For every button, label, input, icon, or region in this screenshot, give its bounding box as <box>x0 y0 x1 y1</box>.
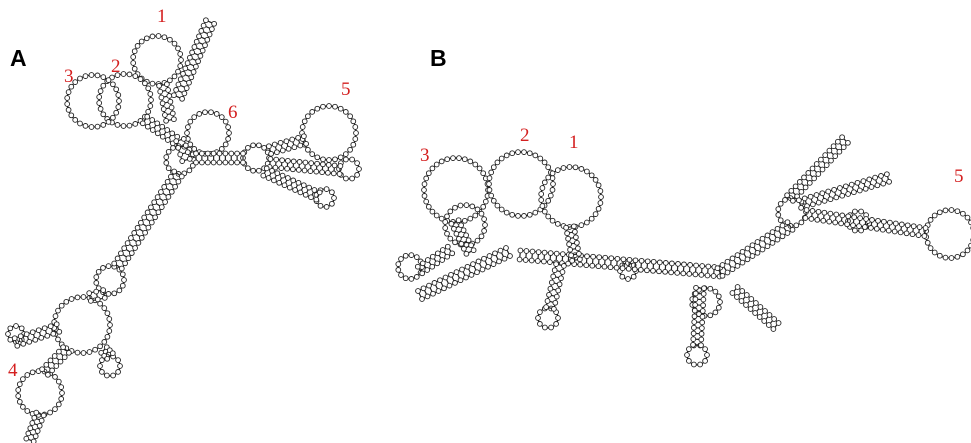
panel-b-stem-loop1 <box>564 224 583 263</box>
panel-b-stem-right-tail <box>803 208 928 239</box>
panel-a-stem-loop5 <box>267 134 309 156</box>
panel-a-loop-4 <box>16 369 65 418</box>
panel-a-stem-lower <box>87 288 107 304</box>
panel-b-loop-5 <box>924 208 971 261</box>
panel-b-stem-center-right <box>715 220 795 278</box>
panel-a-loop-6-number: 6 <box>228 102 238 123</box>
panel-b-stem-main-1 <box>517 248 723 279</box>
panel-a-stem-main <box>112 169 184 271</box>
panel-b-stem-down-right <box>730 285 781 332</box>
panel-a-loop-bottom-center <box>98 354 123 378</box>
panel-a-stem-right-arm <box>194 151 246 165</box>
panel-a-loop-4-number: 4 <box>8 360 18 381</box>
panel-b-loop-1-number: 1 <box>569 132 579 153</box>
panel-a-loop-5 <box>300 104 359 163</box>
panel-a-stem-tail <box>24 410 46 443</box>
panel-b-loop-bottom-1 <box>536 306 561 330</box>
panel-b-stem-loop3 <box>449 218 476 256</box>
panel-a-stem-loop1 <box>157 82 177 123</box>
panel-a-loop-1-number: 1 <box>157 6 167 27</box>
panel-b-loop-5-number: 5 <box>954 166 964 187</box>
panel-b-loop-hairpin-low <box>685 343 710 367</box>
panel-b-label: B <box>430 45 447 71</box>
panel-a-loop-5-number: 5 <box>341 79 351 100</box>
panel-b-stem-down-1 <box>544 262 567 312</box>
panel-b-loop-3-number: 3 <box>420 145 430 166</box>
panel-a-loop-3-number: 3 <box>64 66 74 87</box>
panel-a-label: A <box>10 45 27 71</box>
panel-b-stem-up-2 <box>797 172 892 210</box>
rna-structures <box>6 18 971 443</box>
panel-b-loop-2-number: 2 <box>520 125 530 146</box>
